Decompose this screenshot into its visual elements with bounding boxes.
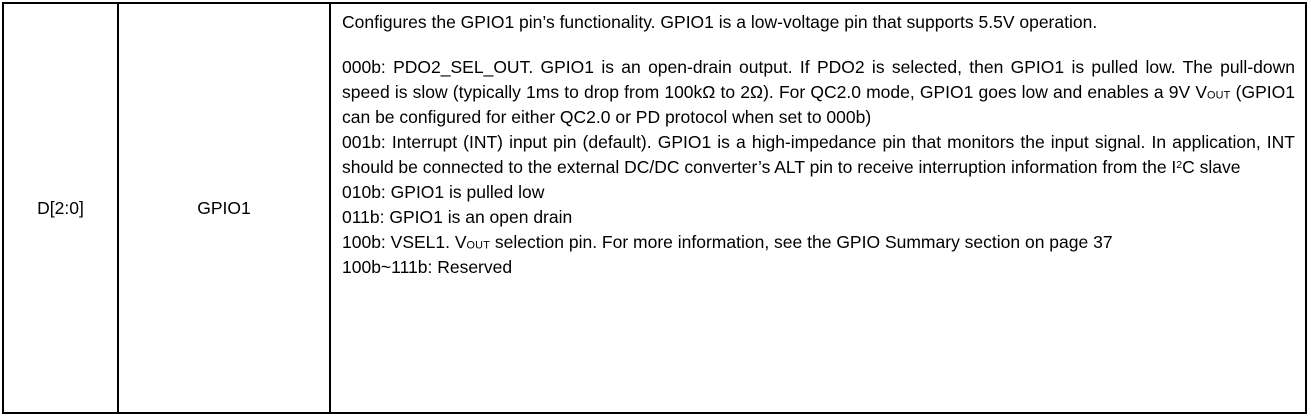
description-cell: Configures the GPIO1 pin’s functionality…: [331, 4, 1305, 412]
vout-subscript: OUT: [1207, 89, 1231, 102]
i2c-superscript: 2: [1176, 159, 1183, 172]
option-001b-text: 001b: Interrupt (INT) input pin (default…: [342, 132, 1295, 177]
option-010b: 010b: GPIO1 is pulled low: [342, 182, 545, 202]
option-reserved: 100b~111b: Reserved: [342, 257, 513, 277]
option-000b: 000b: PDO2_SEL_OUT. GPIO1 is an open-dra…: [342, 55, 1295, 130]
option-100b-text: 100b: VSEL1. V: [342, 232, 467, 252]
bit-field-cell: D[2:0]: [4, 4, 119, 412]
description-options: 000b: PDO2_SEL_OUT. GPIO1 is an open-dra…: [342, 55, 1295, 280]
field-name-label: GPIO1: [197, 197, 251, 218]
description-intro: Configures the GPIO1 pin’s functionality…: [342, 12, 1098, 32]
option-001b-text-cont: C slave: [1182, 157, 1241, 177]
bit-field-label: D[2:0]: [37, 197, 84, 218]
option-000b-text: 000b: PDO2_SEL_OUT. GPIO1 is an open-dra…: [342, 57, 1295, 102]
option-001b: 001b: Interrupt (INT) input pin (default…: [342, 130, 1295, 180]
option-011b: 011b: GPIO1 is an open drain: [342, 207, 573, 227]
option-100b-text-cont: selection pin. For more information, see…: [490, 232, 1113, 252]
vout-subscript: OUT: [466, 239, 491, 252]
option-000b-text-cont: (GPIO1 can be configured for either QC2.…: [342, 82, 1295, 127]
field-name-cell: GPIO1: [119, 4, 331, 412]
option-100b: 100b: VSEL1. VOUT selection pin. For mor…: [342, 230, 1295, 255]
